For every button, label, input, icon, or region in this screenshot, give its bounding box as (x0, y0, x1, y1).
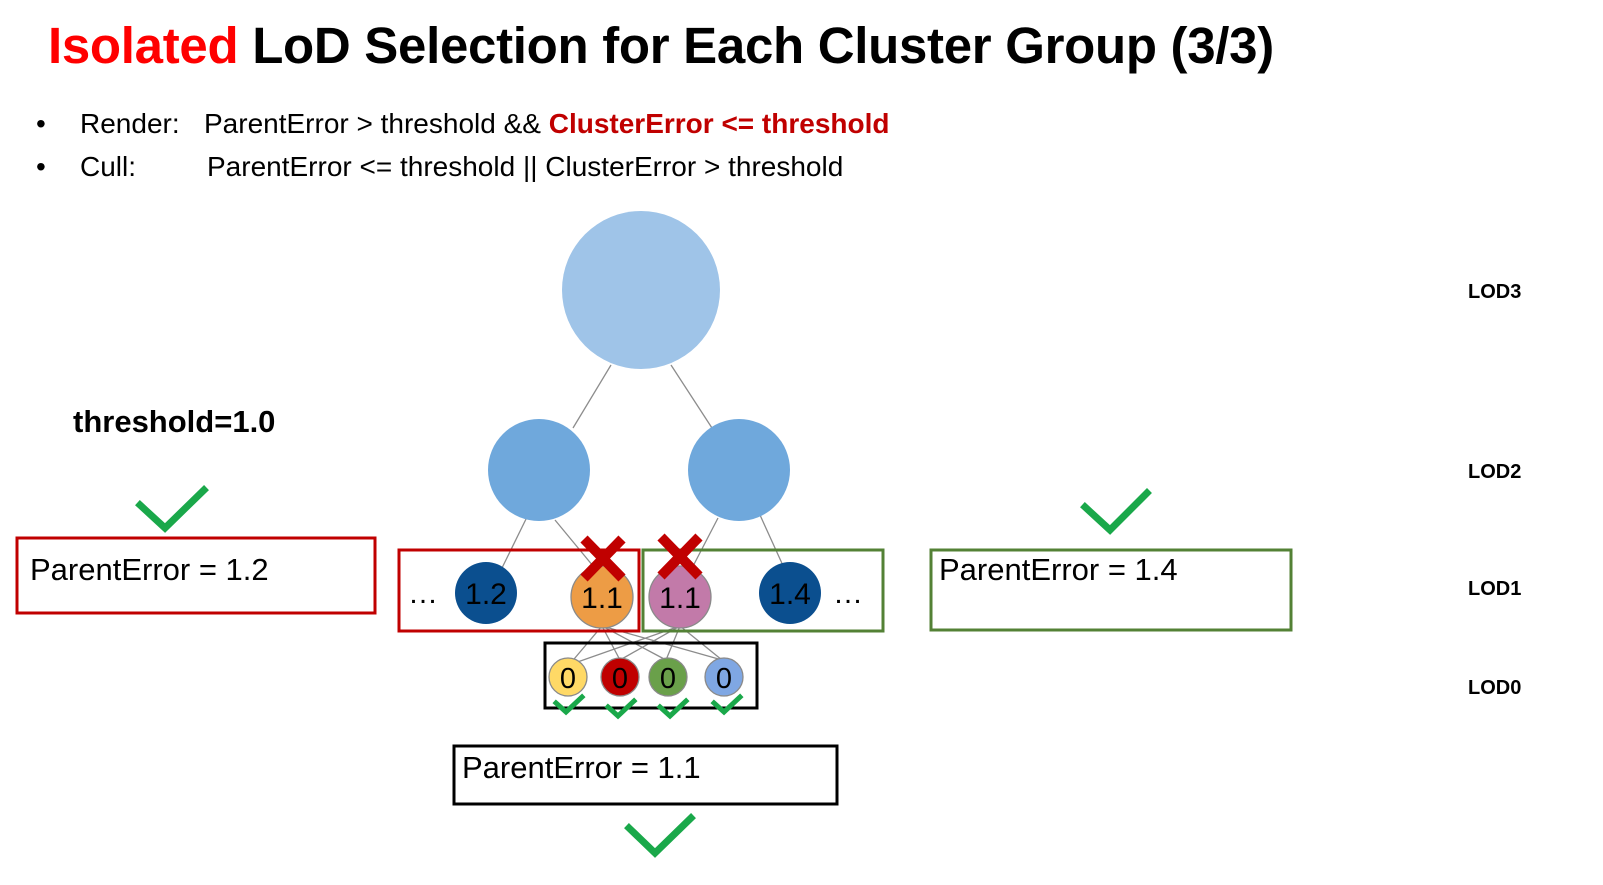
lod0-cluster-value: 0 (660, 663, 676, 695)
lod1-label: LOD1 (1468, 578, 1522, 600)
lod3-node (562, 211, 720, 369)
lod1-cluster: 1.1 (570, 565, 634, 629)
lod1-cluster: 1.2 (455, 562, 517, 624)
right-parent-error-box (929, 548, 1293, 632)
lod0-cluster-value: 0 (716, 663, 732, 695)
lod0-group-box (543, 641, 759, 710)
lod3-label: LOD3 (1468, 281, 1522, 303)
lod0-cluster-circle (600, 657, 640, 697)
check-icon (604, 697, 638, 720)
cross-stroke (580, 535, 626, 582)
lod2-node-left (488, 419, 590, 521)
lod0-cluster-value: 0 (560, 663, 576, 695)
lod1-cluster: 1.1 (648, 565, 712, 629)
lod0-cluster-circle (648, 657, 688, 697)
right-group-box (641, 548, 885, 633)
lod1-cluster-circle (455, 562, 517, 624)
check-icon (710, 693, 744, 716)
bullet-label: Cull: (80, 151, 137, 182)
ellipsis-left: … (408, 577, 438, 610)
cross-stroke (657, 533, 703, 580)
lod1-cluster-circle (759, 562, 821, 624)
check-icon (552, 693, 586, 716)
lod2-node-right (688, 419, 790, 521)
cross-icon (657, 533, 703, 580)
lod1-cluster: 1.4 (759, 562, 821, 624)
lod1-cluster-value: 1.4 (769, 578, 811, 611)
title-rest: LoD Selection for Each Cluster Group (3/… (238, 17, 1274, 74)
lod0-label: LOD0 (1468, 677, 1522, 699)
right-parent-error-text: ParentError = 1.4 (939, 552, 1178, 587)
check-icon (1080, 488, 1152, 535)
threshold-label: threshold=1.0 (73, 404, 276, 439)
check-icon (656, 697, 690, 720)
lod0-cluster-circle (704, 657, 744, 697)
left-parent-error-box (15, 536, 377, 615)
lod1-cluster-value: 1.1 (581, 582, 623, 615)
condition-plain: ParentError <= threshold || ClusterError… (207, 151, 844, 182)
lod1-cluster-circle (648, 565, 712, 629)
check-icon (624, 813, 696, 858)
lod0-cluster: 0 (648, 657, 688, 697)
condition-highlight: ClusterError <= threshold (548, 108, 890, 139)
lod2-label: LOD2 (1468, 461, 1522, 483)
lod0-cluster: 0 (600, 657, 640, 697)
left-group-box (397, 548, 641, 633)
check-icon (135, 485, 209, 533)
condition-plain: ParentError > threshold && (204, 108, 549, 139)
bottom-parent-error-text: ParentError = 1.1 (462, 750, 701, 785)
bullet-condition: ParentError <= threshold || ClusterError… (207, 151, 843, 183)
ellipsis-right: … (833, 577, 863, 610)
cross-icon (580, 535, 626, 582)
title-accent: Isolated (48, 17, 239, 74)
lod0-cluster-value: 0 (612, 663, 628, 695)
slide-title: Isolated LoD Selection for Each Cluster … (48, 16, 1274, 75)
bullet-dot: • (36, 108, 46, 139)
lod0-cluster: 0 (704, 657, 744, 697)
bottom-parent-error-box (452, 744, 839, 806)
bullet-dot: • (36, 151, 46, 182)
check-icons (135, 485, 1152, 858)
lod0-check-icons (552, 693, 744, 720)
lod1-cluster-value: 1.2 (465, 578, 507, 611)
left-parent-error-text: ParentError = 1.2 (30, 552, 269, 587)
bullet-condition: ParentError > threshold && ClusterError … (204, 108, 890, 140)
bullet-label: Render: (80, 108, 180, 139)
lod1-cluster-value: 1.1 (659, 582, 701, 615)
lod0-cluster: 0 (548, 657, 588, 697)
lod0-cluster-circle (548, 657, 588, 697)
